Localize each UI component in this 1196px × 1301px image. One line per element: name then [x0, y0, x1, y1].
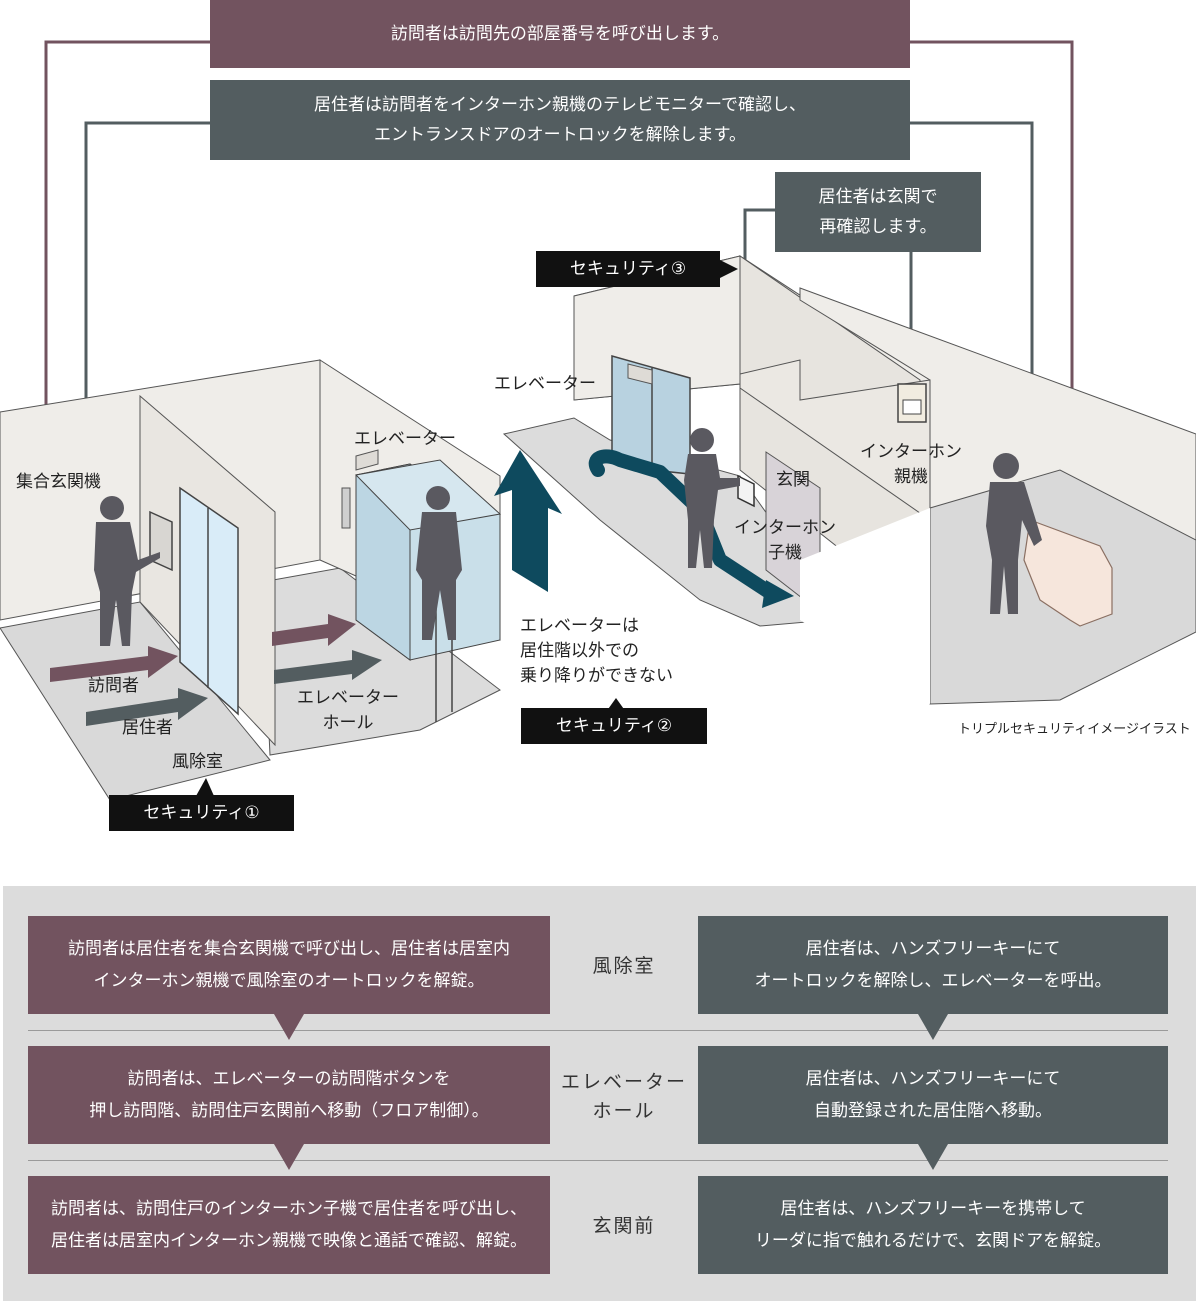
resident-step-3: 居住者は、ハンズフリーキーを携帯して リーダに指で触れるだけで、玄関ドアを解錠。	[698, 1176, 1168, 1274]
illustration-caption: トリプルセキュリティイメージイラスト	[958, 722, 1191, 737]
security-2-tag: セキュリティ②	[521, 708, 707, 744]
visitor-step-3: 訪問者は、訪問住戸のインターホン子機で居住者を呼び出し、 居住者は居室内インター…	[28, 1176, 550, 1274]
resident-step-1: 居住者は、ハンズフリーキーにて オートロックを解除し、エレベーターを呼出。	[698, 916, 1168, 1014]
elevator-up-arrow	[494, 450, 562, 592]
resident-check-line1: 居住者は訪問者をインターホン親機のテレビモニターで確認し、	[314, 95, 806, 115]
security-1-tag: セキュリティ①	[109, 795, 294, 831]
visitor-step-2: 訪問者は、エレベーターの訪問階ボタンを 押し訪問階、訪問住戸玄関前へ移動（フロア…	[28, 1046, 550, 1144]
elevator-right-label: エレベーター	[494, 374, 596, 394]
recheck-banner: 居住者は玄関で 再確認します。	[775, 172, 981, 252]
resident-in-elevator-silhouette	[416, 486, 462, 640]
entrance-label: 玄関	[776, 470, 810, 490]
security-3-tag: セキュリティ③	[536, 251, 720, 287]
visitor-arrow-1	[50, 646, 178, 682]
row-label-entrance: 玄関前	[592, 1215, 656, 1237]
elevator-left-label: エレベーター	[354, 429, 456, 449]
elevator-restriction-note: エレベーターは 居住階以外での 乗り降りができない	[520, 616, 673, 686]
row-divider-1	[28, 1030, 1168, 1031]
visitor-pointer-2	[274, 1144, 304, 1170]
windbreak-room-label: 風除室	[172, 752, 223, 772]
resident-pointer-2	[918, 1144, 948, 1170]
row-divider-2	[28, 1160, 1168, 1161]
triple-security-illustration	[0, 40, 1196, 801]
visitor-call-text: 訪問者は訪問先の部屋番号を呼び出します。	[390, 24, 730, 44]
auto-door	[179, 486, 239, 716]
visitor-arrow-2	[272, 614, 356, 646]
visitor-call-connector	[44, 40, 1074, 450]
recheck-line1: 居住者は玄関で	[818, 187, 938, 207]
row-label-windbreak: 風除室	[592, 955, 656, 977]
intercom-panel-label: 集合玄関機	[16, 472, 101, 492]
sofa	[1023, 519, 1113, 627]
elevator-hall-label: エレベーター ホール	[297, 688, 399, 733]
visitor-pointer-1	[274, 1014, 304, 1040]
visitor-silhouette	[94, 496, 160, 646]
visitor-step-1: 訪問者は居住者を集合玄関機で呼び出し、居住者は居室内 インターホン親機で風除室の…	[28, 916, 550, 1014]
sub-intercom-label: インターホン 子機	[734, 518, 836, 563]
elevator-doors-right	[611, 355, 691, 475]
windbreak-floor	[0, 601, 271, 801]
resident-step-2: 居住者は、ハンズフリーキーにて 自動登録された居住階へ移動。	[698, 1046, 1168, 1144]
resident-pointer-1	[918, 1014, 948, 1040]
resident-arrow-1	[86, 688, 208, 726]
resident-in-room-silhouette	[986, 453, 1042, 614]
visitor-at-door-silhouette	[684, 428, 740, 568]
resident-check-line2: エントランスドアのオートロックを解除します。	[374, 125, 746, 145]
main-intercom-label: インターホン 親機	[860, 442, 962, 487]
recheck-line2: 再確認します。	[819, 217, 937, 237]
visitor-label: 訪問者	[88, 676, 139, 696]
sub-intercom-device	[737, 474, 755, 508]
resident-label: 居住者	[122, 718, 173, 738]
resident-arrow-2	[274, 650, 382, 684]
row-label-elevator-hall: エレベーター ホール	[560, 1071, 687, 1122]
resident-check-banner: 居住者は訪問者をインターホン親機のテレビモニターで確認し、 エントランスドアのオ…	[210, 80, 910, 160]
visitor-call-banner: 訪問者は訪問先の部屋番号を呼び出します。	[210, 0, 910, 68]
resident-check-connector	[84, 121, 1034, 462]
